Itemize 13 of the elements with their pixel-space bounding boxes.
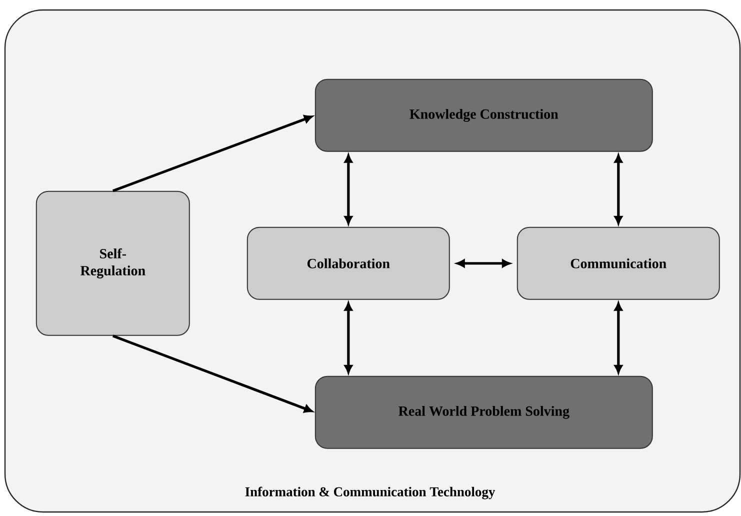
arrow [112,334,312,413]
arrow [456,259,510,268]
arrow [344,154,352,224]
process-box: Knowledge Construction [314,78,653,152]
arrow [614,302,622,374]
arrow [614,154,622,224]
arrow [112,115,312,192]
frame-title: Information & Communication Technology [245,486,496,500]
process-box: Self-Regulation [36,190,190,336]
arrow [344,302,352,374]
process-box: Communication [516,226,720,300]
process-box: Collaboration [246,226,450,300]
process-box: Real World Problem Solving [314,376,653,449]
